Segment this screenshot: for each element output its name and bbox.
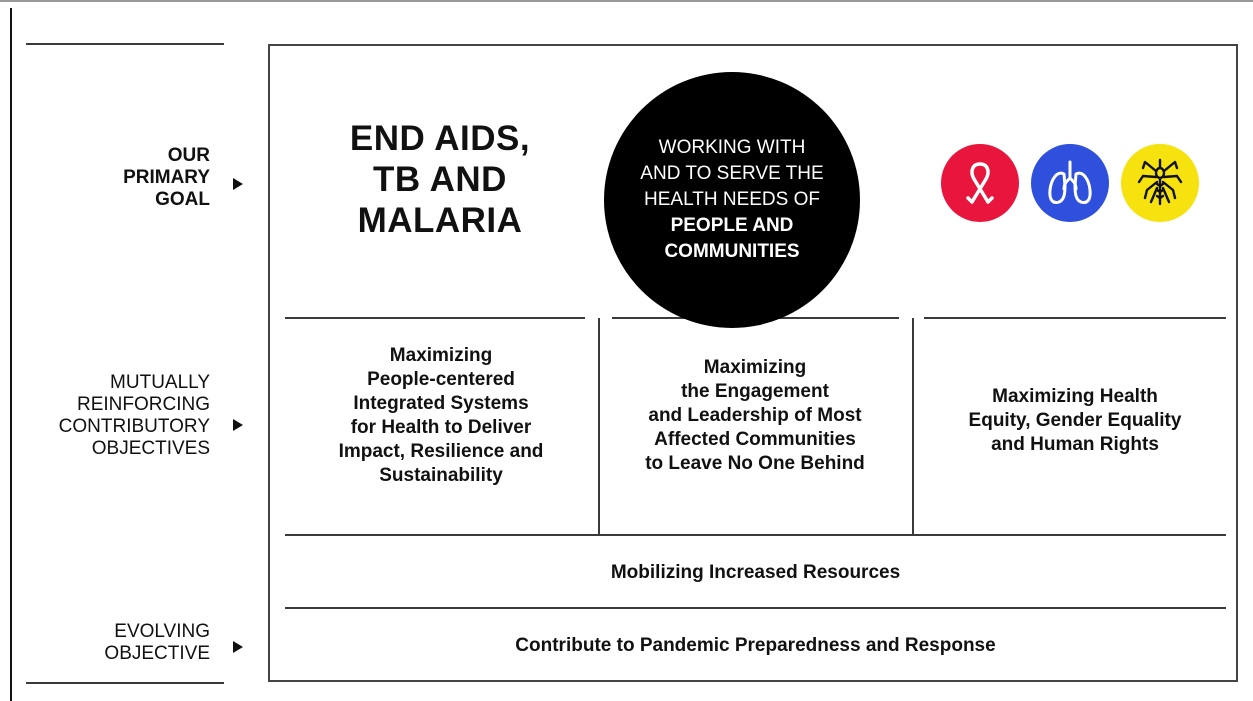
resources-top-rule — [285, 534, 1226, 536]
objective-integrated-systems: Maximizing People-centered Integrated Sy… — [338, 345, 544, 486]
left-border — [10, 8, 12, 701]
left-bottom-rule — [26, 682, 224, 684]
objectives-divider-1 — [598, 318, 600, 534]
people-communities-circle: WORKING WITH AND TO SERVE THE HEALTH NEE… — [604, 72, 860, 328]
evolving-objective-arrow-icon — [233, 641, 243, 653]
strategy-frame — [268, 44, 1238, 682]
lungs-icon — [1031, 144, 1109, 222]
contributory-objectives-label: MUTUALLY REINFORCING CONTRIBUTORY OBJECT… — [58, 372, 210, 459]
primary-goal-arrow-icon — [233, 178, 243, 190]
contributory-objectives-arrow-icon — [233, 419, 243, 431]
aids-ribbon-icon — [941, 144, 1019, 222]
pandemic-band: Contribute to Pandemic Preparedness and … — [515, 635, 996, 656]
pandemic-top-rule — [285, 607, 1226, 609]
resources-band: Mobilizing Increased Resources — [610, 562, 901, 583]
top-border — [0, 0, 1253, 2]
objectives-top-rule-1 — [285, 317, 585, 319]
objective-community-engagement: Maximizing the Engagement and Leadership… — [645, 357, 865, 474]
evolving-objective-label: EVOLVING OBJECTIVE — [104, 621, 210, 664]
left-top-rule — [26, 43, 224, 45]
objectives-top-rule-3 — [924, 317, 1226, 319]
mosquito-icon — [1121, 144, 1199, 222]
primary-goal-label: OUR PRIMARY GOAL — [123, 145, 210, 210]
objective-health-equity: Maximizing Health Equity, Gender Equalit… — [968, 386, 1182, 455]
primary-goal-title: END AIDS, TB AND MALARIA — [349, 119, 531, 240]
objectives-divider-2 — [912, 318, 914, 534]
